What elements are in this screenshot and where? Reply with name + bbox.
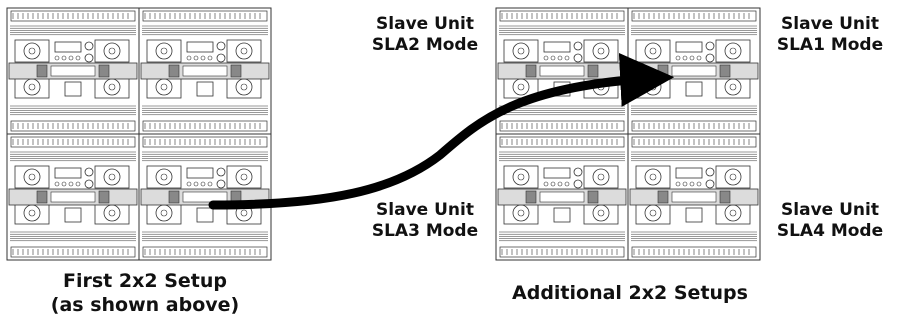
first-setup-label-line1: First 2x2 Setup	[63, 270, 227, 292]
sla3-label-line2: SLA3 Mode	[371, 221, 479, 242]
led-panel-rear-icon	[6, 7, 140, 135]
led-panel-rear-icon	[627, 133, 761, 261]
sla1-label-line1: Slave Unit	[781, 14, 879, 34]
led-panel-rear-icon	[138, 133, 272, 261]
first-setup-label-line2: (as shown above)	[50, 293, 240, 316]
curved-arrow-icon	[208, 52, 675, 210]
additional-setups-label: Additional 2x2 Setups	[480, 282, 780, 306]
sla1-label-line2: SLA1 Mode	[776, 35, 884, 56]
sla1-label: Slave Unit SLA1 Mode	[760, 14, 898, 57]
additional-2x2-setup	[495, 7, 761, 261]
sla3-label: Slave Unit SLA3 Mode	[355, 200, 495, 243]
first-2x2-setup	[6, 7, 272, 261]
additional-setups-label-text: Additional 2x2 Setups	[512, 282, 748, 304]
led-panel-rear-icon	[6, 133, 140, 261]
sla2-label: Slave Unit SLA2 Mode	[355, 14, 495, 57]
first-setup-label: First 2x2 Setup (as shown above)	[20, 270, 270, 318]
sla2-label-line1: Slave Unit	[376, 14, 474, 34]
led-panel-rear-icon	[495, 133, 629, 261]
sla4-label-line1: Slave Unit	[781, 200, 879, 220]
sla2-label-line2: SLA2 Mode	[371, 35, 479, 56]
sla3-label-line1: Slave Unit	[376, 200, 474, 220]
led-panel-rear-icon	[495, 7, 629, 135]
led-panel-rear-icon	[627, 7, 761, 135]
sla4-label-line2: SLA4 Mode	[776, 221, 884, 242]
led-panel-rear-icon	[138, 7, 272, 135]
sla4-label: Slave Unit SLA4 Mode	[760, 200, 898, 243]
